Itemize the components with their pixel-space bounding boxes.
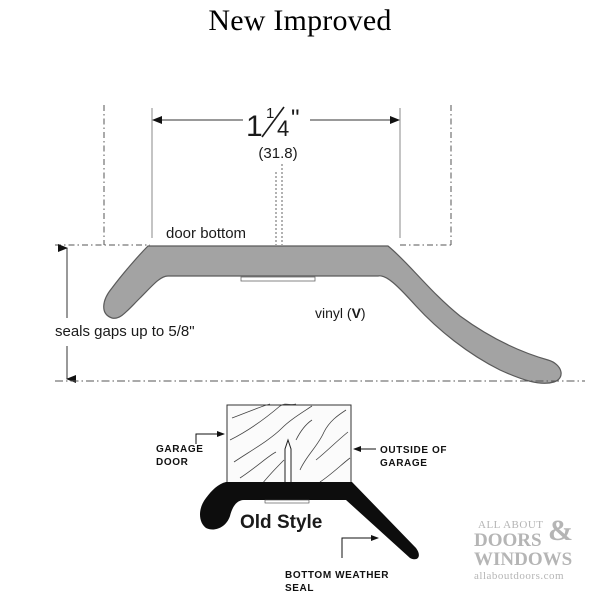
wood-grain [229,403,351,485]
dimension-metric: (31.8) [258,145,297,162]
old-profile-group: Old Style GARAGE DOOR OUTSIDE OF GARAGE … [156,403,447,594]
old-seal-profile [200,482,419,560]
page-title: New Improved [208,4,392,37]
outside-label-2: GARAGE [380,458,428,469]
old-nail-slot [264,499,310,504]
watermark-ampersand: & [548,514,573,547]
dimension-whole: 1 [246,110,263,143]
seal-pointer [341,535,379,558]
garage-door-pointer [195,431,225,444]
door-bottom-label: door bottom [166,225,246,242]
vinyl-seal-profile [103,245,562,384]
nail-icon [284,438,292,486]
dimension-inch-mark: " [291,105,300,132]
dimension-extension-lines [151,108,401,238]
watermark-line3: WINDOWS [474,549,572,570]
door-outline [55,105,452,246]
gap-label: seals gaps up to 5/8" [55,323,195,340]
dimension-fraction-slash [261,106,285,138]
watermark-url: allaboutdoors.com [474,570,564,582]
seal-label-2: SEAL [285,583,314,594]
brand-watermark: ALL ABOUT DOORS & WINDOWS allaboutdoors.… [474,514,573,582]
watermark-line1: ALL ABOUT [478,519,544,531]
material-label: vinyl (V) [315,305,366,321]
dimension-denominator: 4 [277,116,289,141]
dimension-numerator: 1 [266,105,274,122]
outside-label-1: OUTSIDE OF [380,445,447,456]
garage-door-label-1: GARAGE [156,444,204,455]
new-profile-group: 1 1 4 " (31.8) door bottom vinyl (V) sea… [55,105,585,384]
garage-door-label-2: DOOR [156,457,189,468]
watermark-line2: DOORS [474,530,542,551]
nail-center-line [275,164,283,245]
seal-label-1: BOTTOM WEATHER [285,570,389,581]
old-style-label: Old Style [240,512,322,533]
nail-slot [240,276,316,282]
